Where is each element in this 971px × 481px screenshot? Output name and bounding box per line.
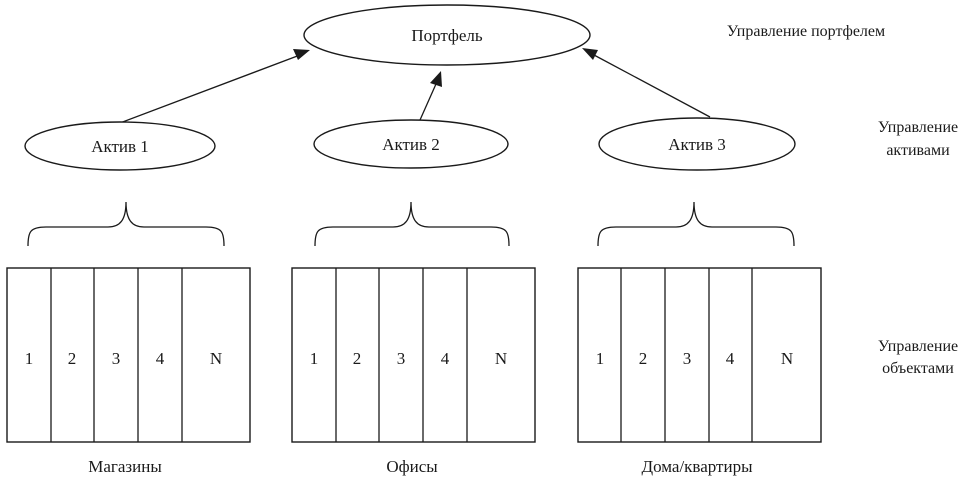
object-cell: N	[210, 349, 222, 368]
arrowhead-asset-2	[430, 71, 442, 87]
brace-group-2	[314, 201, 510, 247]
asset-3-label: Актив 3	[668, 135, 726, 154]
object-group-2-caption: Офисы	[386, 457, 438, 476]
portfolio-label: Портфель	[411, 26, 483, 45]
asset-1-ellipse	[24, 121, 216, 171]
brace-group-1	[27, 201, 225, 247]
object-group-1-caption: Магазины	[88, 457, 162, 476]
level-labels: Управление портфелем Управление активами…	[727, 23, 958, 377]
arrowhead-asset-1	[293, 49, 310, 60]
object-cell: 3	[683, 349, 692, 368]
asset-node-1: Актив 1	[24, 121, 216, 171]
level-label-objects-line-1: Управление	[878, 338, 958, 355]
level-label-assets-line-2: активами	[886, 142, 950, 159]
object-group-3-box	[577, 267, 822, 443]
asset-node-3: Актив 3	[598, 117, 796, 171]
arrowhead-asset-3	[582, 48, 598, 60]
object-cell: 1	[310, 349, 319, 368]
object-cell: 4	[441, 349, 450, 368]
portfolio-node: Портфель	[303, 4, 591, 66]
portfolio-ellipse	[303, 4, 591, 66]
object-group-1-box	[6, 267, 251, 443]
object-cell: 4	[726, 349, 735, 368]
asset-3-ellipse	[598, 117, 796, 171]
object-group-2-box	[291, 267, 536, 443]
object-group-2: 1 2 3 4 N Офисы	[291, 267, 536, 476]
object-group-3: 1 2 3 4 N Дома/квартиры	[577, 267, 822, 476]
connection-asset-1	[119, 54, 301, 124]
connections	[119, 48, 711, 124]
connection-asset-3	[593, 54, 711, 118]
object-cell: 4	[156, 349, 165, 368]
level-label-objects-line-2: объектами	[882, 360, 954, 377]
level-label-assets-line-1: Управление	[878, 119, 958, 136]
object-cell: 2	[353, 349, 362, 368]
asset-2-ellipse	[313, 119, 509, 169]
asset-1-label: Актив 1	[91, 137, 149, 156]
object-cell: 3	[397, 349, 406, 368]
object-cell: 2	[639, 349, 648, 368]
object-group-1: 1 2 3 4 N Магазины	[6, 267, 251, 476]
asset-2-label: Актив 2	[382, 135, 440, 154]
object-cell: 1	[596, 349, 605, 368]
asset-node-2: Актив 2	[313, 119, 509, 169]
braces	[27, 201, 795, 247]
brace-group-3	[597, 201, 795, 247]
object-cell: 1	[25, 349, 34, 368]
object-cell: N	[495, 349, 507, 368]
object-cell: 3	[112, 349, 121, 368]
object-cell: 2	[68, 349, 77, 368]
level-label-portfolio: Управление портфелем	[727, 23, 885, 40]
object-group-3-caption: Дома/квартиры	[641, 457, 753, 476]
object-cell: N	[781, 349, 793, 368]
connection-asset-2	[419, 83, 437, 121]
